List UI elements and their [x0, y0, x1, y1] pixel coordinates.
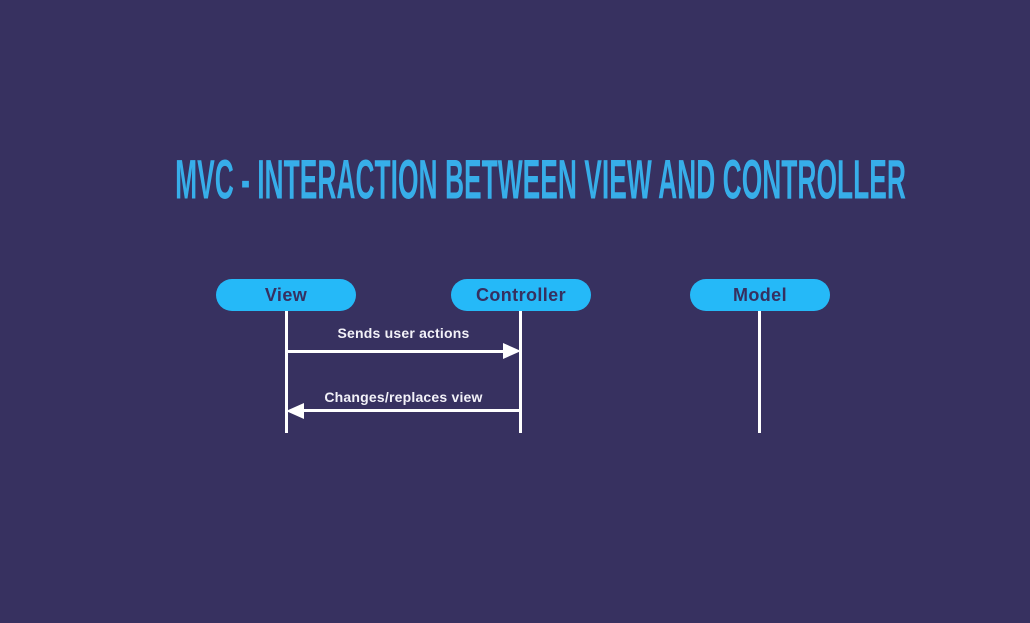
message-sends-user-actions-label: Sends user actions: [337, 325, 470, 341]
actor-view-pill: View: [216, 279, 356, 311]
lifeline-controller: [519, 311, 522, 433]
diagram-title: MVC - INTERACTION BETWEEN VIEW AND CONTR…: [175, 150, 906, 211]
actor-view-label: View: [264, 284, 308, 305]
actor-controller-pill: Controller: [451, 279, 591, 311]
lifeline-model: [758, 311, 761, 433]
actor-controller-label: Controller: [475, 284, 566, 305]
actor-model-pill: Model: [690, 279, 830, 311]
message-changes-replaces-view-line: [303, 409, 521, 412]
message-sends-user-actions-line: [288, 350, 504, 353]
lifeline-view: [285, 311, 288, 433]
arrowhead-right-icon: [503, 343, 521, 359]
message-changes-replaces-view-label: Changes/replaces view: [324, 389, 483, 405]
actor-model-label: Model: [733, 284, 787, 305]
arrowhead-left-icon: [286, 403, 304, 419]
